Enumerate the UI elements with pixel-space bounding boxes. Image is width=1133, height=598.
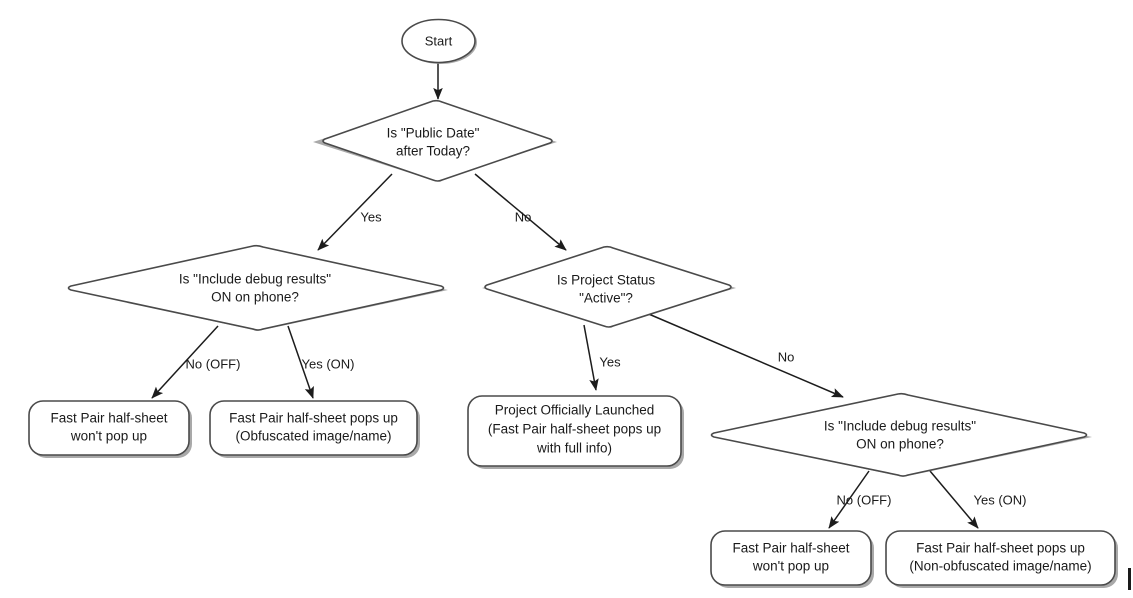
edge-label-debug-right-yes: Yes (ON)	[974, 492, 1027, 507]
node-project-status-line1: Is Project Status	[557, 273, 656, 288]
node-public-date-line2: after Today?	[396, 144, 470, 159]
node-right-no-off-line1: Fast Pair half-sheet	[732, 541, 849, 556]
edge-label-debug-left-no: No (OFF)	[186, 356, 241, 371]
edge-label-debug-left-yes: Yes (ON)	[302, 356, 355, 371]
node-launched-line2: (Fast Pair half-sheet pops up	[488, 422, 661, 437]
node-debug-left-line1: Is "Include debug results"	[179, 272, 331, 287]
node-right-yes-on-line2: (Non-obfuscated image/name)	[909, 559, 1091, 574]
node-debug-right-line2: ON on phone?	[856, 437, 944, 452]
node-start[interactable]: Start	[401, 18, 477, 65]
node-launched-line3: with full info)	[536, 441, 612, 456]
edge-label-project-status-no: No	[778, 349, 795, 364]
node-left-no-off-line2: won't pop up	[70, 429, 147, 444]
node-debug-right-decision[interactable]: Is "Include debug results" ON on phone?	[710, 392, 1093, 477]
node-project-status-line2: "Active"?	[579, 291, 633, 306]
node-right-no-off-line2: won't pop up	[752, 559, 829, 574]
node-left-yes-on-line2: (Obfuscated image/name)	[235, 429, 391, 444]
edge-label-public-date-no: No	[515, 209, 532, 224]
node-project-status-decision[interactable]: Is Project Status "Active"?	[482, 245, 736, 328]
edge-layer: Yes No No (OFF) Yes (ON) Yes No No (OFF)	[151, 62, 1027, 529]
edge-label-debug-right-no: No (OFF)	[837, 492, 892, 507]
edge-debug-left-yes: Yes (ON)	[287, 325, 355, 399]
node-right-no-off-box[interactable]: Fast Pair half-sheet won't pop up	[710, 530, 874, 588]
node-left-yes-on-box[interactable]: Fast Pair half-sheet pops up (Obfuscated…	[209, 400, 420, 458]
node-right-yes-on-line1: Fast Pair half-sheet pops up	[916, 541, 1085, 556]
node-public-date-decision[interactable]: Is "Public Date" after Today?	[313, 99, 557, 182]
edge-public-date-no: No	[474, 173, 567, 251]
edge-debug-right-yes: Yes (ON)	[929, 470, 1027, 529]
node-public-date-line1: Is "Public Date"	[387, 126, 480, 141]
edge-public-date-yes: Yes	[317, 173, 393, 251]
page-edge-artifact	[1128, 568, 1131, 590]
node-launched-box[interactable]: Project Officially Launched (Fast Pair h…	[467, 395, 684, 469]
node-launched-line1: Project Officially Launched	[495, 403, 655, 418]
node-debug-left-decision[interactable]: Is "Include debug results" ON on phone?	[67, 244, 449, 331]
node-left-no-off-box[interactable]: Fast Pair half-sheet won't pop up	[28, 400, 192, 458]
node-left-yes-on-line1: Fast Pair half-sheet pops up	[229, 411, 398, 426]
node-start-label: Start	[425, 33, 453, 48]
node-debug-left-line2: ON on phone?	[211, 290, 299, 305]
node-debug-right-line1: Is "Include debug results"	[824, 419, 976, 434]
edge-debug-left-no: No (OFF)	[151, 325, 241, 399]
edge-project-status-no: No	[643, 311, 844, 398]
edge-label-project-status-yes: Yes	[599, 354, 621, 369]
edge-debug-right-no: No (OFF)	[828, 470, 892, 529]
edge-project-status-yes: Yes	[583, 324, 621, 391]
node-right-yes-on-box[interactable]: Fast Pair half-sheet pops up (Non-obfusc…	[885, 530, 1118, 588]
edge-label-public-date-yes: Yes	[360, 209, 382, 224]
node-left-no-off-line1: Fast Pair half-sheet	[50, 411, 167, 426]
